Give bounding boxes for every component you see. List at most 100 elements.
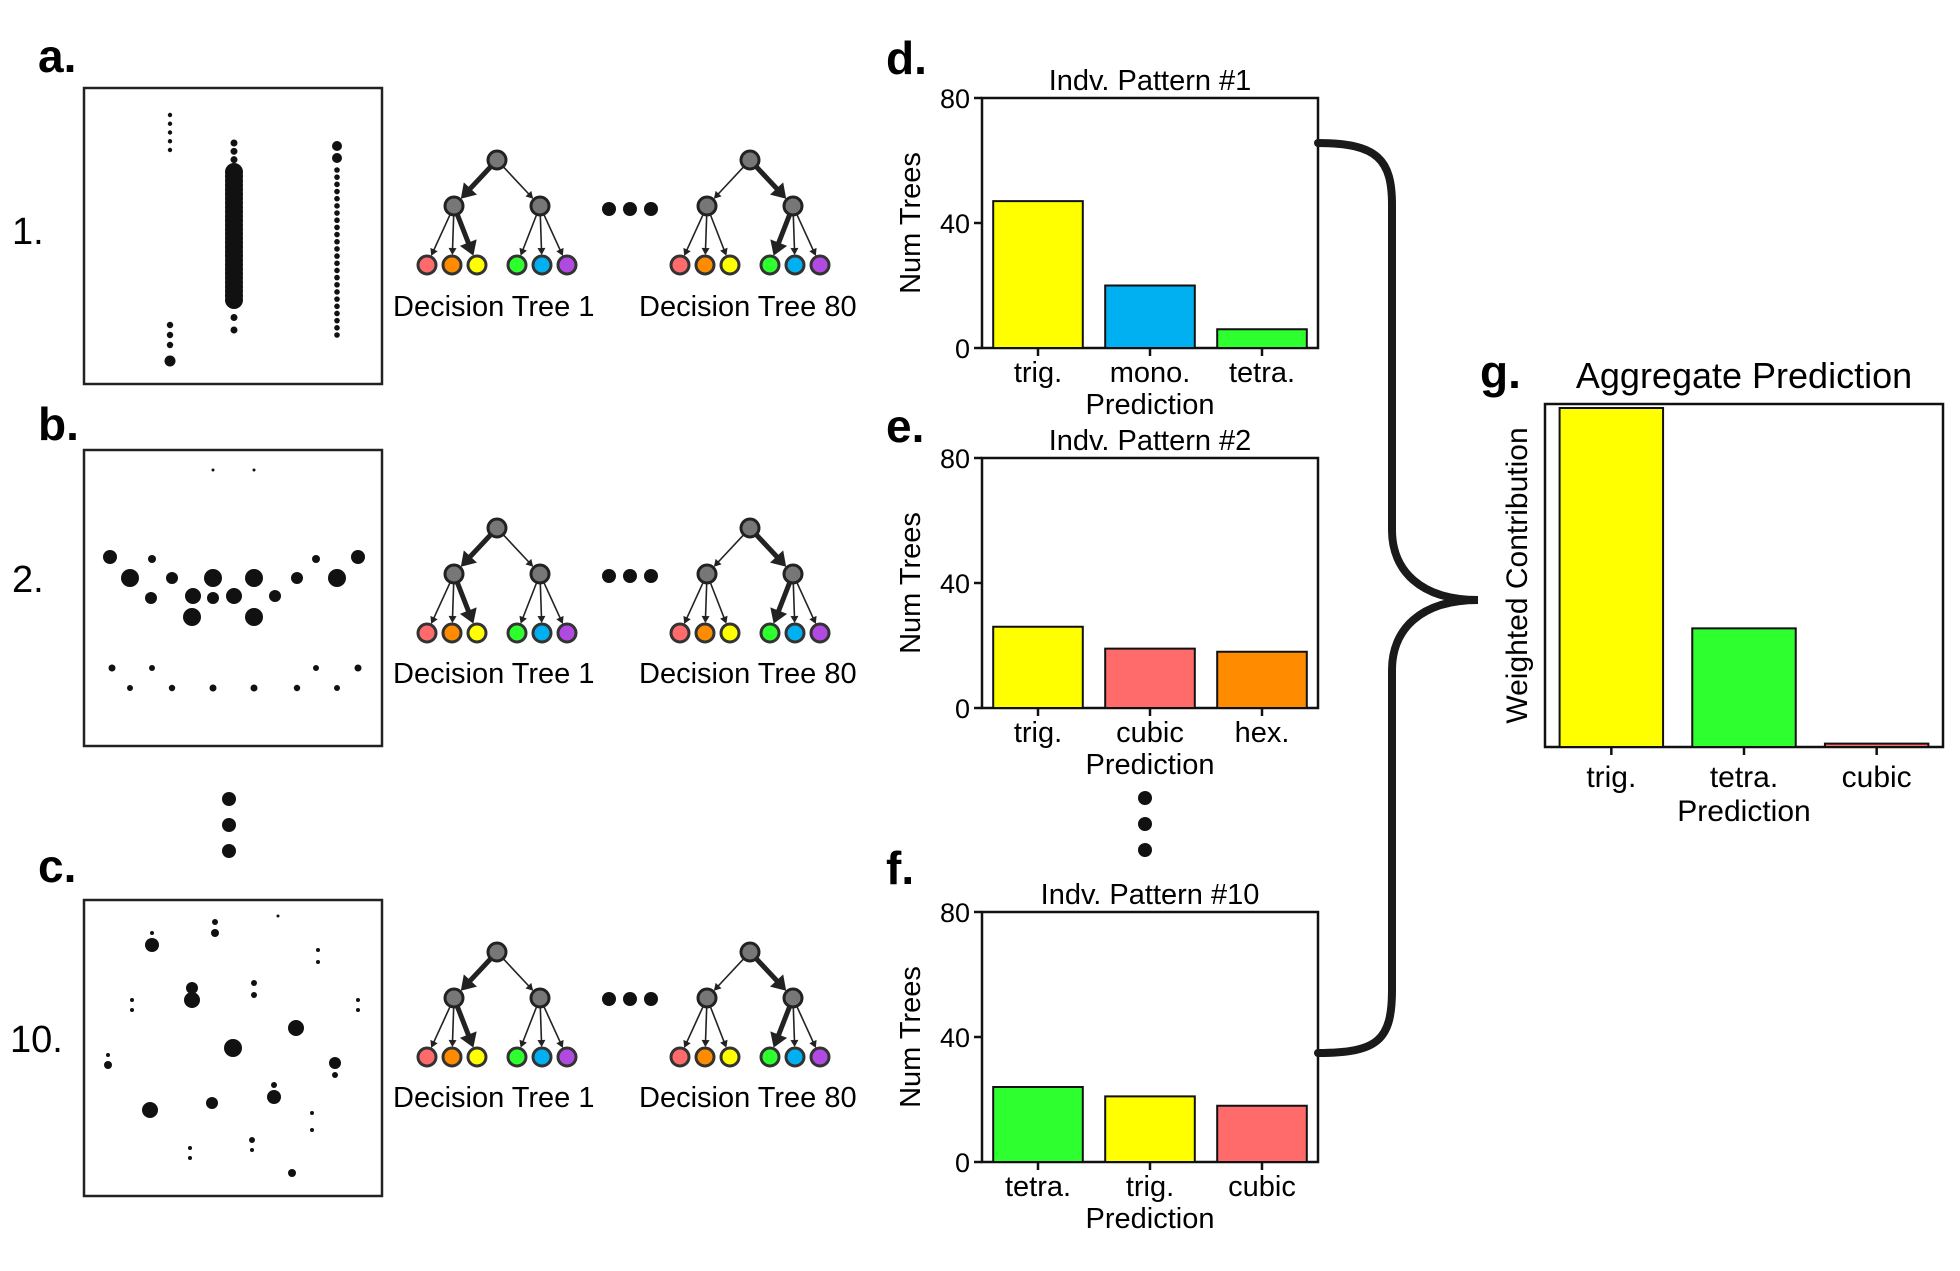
diffraction-spot	[145, 938, 159, 952]
tree-edge-arrowhead	[430, 247, 438, 256]
tree-leaf-node	[531, 1046, 553, 1068]
tree-edge	[774, 581, 793, 618]
diffraction-spot	[104, 1061, 112, 1069]
ellipsis-vertical-patterns	[222, 792, 236, 858]
bar-cubic	[1216, 1104, 1308, 1163]
tree-edge-arrowhead	[460, 550, 477, 567]
tree-edge-arrowhead	[683, 247, 691, 256]
diffraction-spot	[334, 289, 340, 295]
tree-edge-arrowhead	[448, 615, 457, 624]
diffraction-spot	[334, 167, 340, 173]
diffraction-spot	[250, 1148, 254, 1152]
ellipsis-vertical-charts	[1138, 791, 1152, 857]
tree-edge-arrowhead	[459, 1031, 477, 1048]
diffraction-spot	[329, 1057, 341, 1069]
tree-leaf-node	[694, 1046, 716, 1068]
decision-tree-icon	[669, 941, 831, 1068]
tree-node	[486, 517, 508, 539]
diffraction-spot	[167, 147, 173, 153]
tree-edge-arrowhead	[459, 239, 477, 256]
tree-node	[696, 195, 718, 217]
tree-edge-arrowhead	[809, 615, 817, 624]
diffraction-spot	[332, 141, 342, 151]
panel-letter-c: c.	[38, 840, 76, 892]
tree-edge	[451, 214, 455, 253]
diffraction-spot	[269, 590, 281, 602]
diffraction-spot	[127, 685, 133, 691]
diffraction-spot	[310, 1128, 314, 1132]
diffraction-spot	[310, 1111, 314, 1115]
tree-edge	[520, 214, 538, 254]
diffraction-spot	[211, 468, 215, 472]
diffraction-spot	[168, 684, 176, 692]
tree-leaf-node	[556, 1046, 578, 1068]
bar-tetra	[1216, 328, 1308, 349]
panel-letter-f: f.	[886, 842, 914, 894]
diffraction-spot	[166, 331, 174, 339]
diffraction-spot	[230, 314, 238, 321]
diffraction-spot	[334, 238, 340, 245]
diffraction-spot	[267, 1090, 281, 1104]
diffraction-spot	[334, 332, 340, 338]
tree-80-label-row-1: Decision Tree 80	[639, 291, 857, 323]
tree-leaf-node	[416, 254, 438, 276]
tree-leaf-node	[506, 622, 528, 644]
tree-edge-arrowhead	[430, 615, 438, 624]
tree-edge-arrowhead	[519, 615, 527, 624]
tree-edge-arrowhead	[713, 558, 722, 567]
diffraction-spot	[313, 665, 319, 671]
tree-edge-arrowhead	[525, 190, 534, 199]
tree-edge	[684, 213, 704, 254]
tree-edge-arrowhead	[720, 1039, 728, 1048]
x-tick-label: trig.	[1014, 357, 1062, 389]
tree-edge-arrowhead	[770, 550, 787, 567]
tree-edge	[709, 214, 727, 254]
y-axis-label: Num Trees	[895, 966, 927, 1108]
tree-edge	[796, 581, 816, 622]
tree-edge	[431, 581, 451, 622]
tree-node	[739, 517, 761, 539]
tree-leaf-node	[759, 622, 781, 644]
tree-edge-arrowhead	[701, 247, 710, 256]
bar-tetra	[1691, 627, 1797, 748]
ellipsis-trees-row-1	[602, 202, 658, 216]
tree-leaf-node	[416, 1046, 438, 1068]
tree-leaf-node	[531, 622, 553, 644]
tree-edge	[796, 213, 816, 254]
diffraction-spot	[252, 468, 256, 472]
diffraction-spot	[167, 139, 173, 144]
x-tick-label: cubic	[1116, 717, 1184, 749]
tree-leaf-node	[466, 622, 488, 644]
x-axis-label: Prediction	[1086, 389, 1215, 421]
tree-leaf-node	[466, 254, 488, 276]
tree-edge	[431, 1005, 451, 1046]
tree-edge-arrowhead	[537, 247, 546, 256]
bar-trig	[992, 625, 1084, 709]
tree-node	[486, 149, 508, 171]
y-axis-label: Num Trees	[895, 152, 927, 294]
tree-node	[739, 941, 761, 963]
diffraction-spot	[250, 684, 258, 692]
decision-tree-icon	[416, 517, 578, 644]
tree-leaf-node	[416, 622, 438, 644]
x-tick-label: trig.	[1586, 761, 1636, 794]
tree-edge	[715, 534, 745, 566]
diffraction-spot	[334, 267, 340, 274]
tree-node	[443, 987, 465, 1009]
tree-node	[529, 987, 551, 1009]
tree-edge	[454, 1005, 473, 1042]
tree-edge	[451, 582, 455, 621]
diffraction-spot	[230, 139, 238, 147]
diffraction-spot	[188, 1146, 192, 1150]
tree-leaf-node	[809, 622, 831, 644]
diffraction-spot	[188, 1156, 192, 1160]
ellipsis-trees-row-10	[602, 992, 658, 1006]
diffraction-spot	[130, 1008, 134, 1012]
diffraction-spot	[186, 982, 198, 994]
panel-letter-a: a.	[38, 30, 76, 82]
y-tick-label: 0	[955, 1148, 970, 1178]
tree-node	[782, 563, 804, 585]
diffraction-spot	[354, 664, 362, 672]
